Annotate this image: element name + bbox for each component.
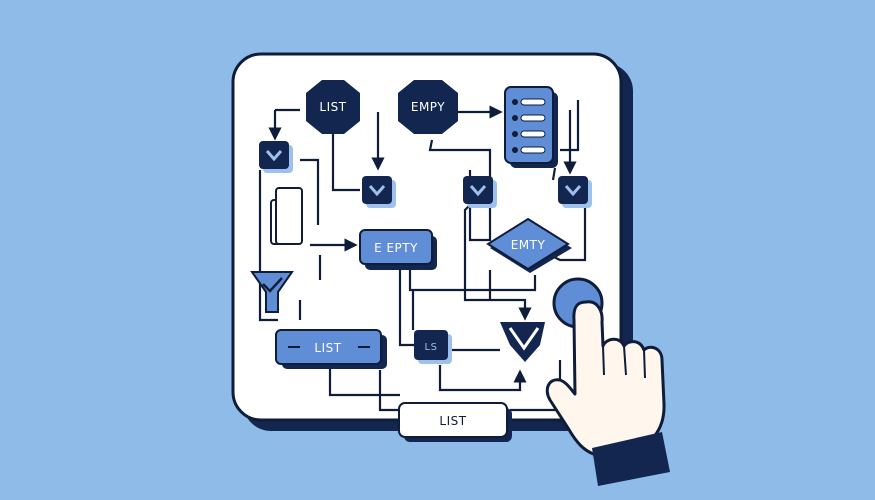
empty-diamond-node[interactable]: EMTY bbox=[486, 217, 572, 273]
pointing-hand-icon bbox=[545, 277, 670, 486]
list-hexagon-label: LIST bbox=[319, 100, 346, 114]
chevron-box-4[interactable] bbox=[558, 176, 592, 208]
chevron-down-icon bbox=[368, 185, 386, 197]
ls-label: LS bbox=[425, 342, 438, 353]
e-empty-label: E EPTY bbox=[374, 241, 418, 255]
list-hexagon-node[interactable]: LIST bbox=[306, 80, 360, 134]
funnel-check-icon[interactable] bbox=[250, 271, 294, 313]
chevron-down-icon bbox=[265, 150, 283, 162]
merge-arrow-icon[interactable] bbox=[500, 322, 545, 362]
chevron-box-1[interactable] bbox=[259, 141, 293, 173]
ls-node[interactable]: LS bbox=[414, 330, 452, 364]
chevron-box-2[interactable] bbox=[362, 176, 396, 208]
list-bar-node[interactable]: LIST bbox=[275, 329, 387, 369]
list-bottom-node[interactable]: LIST bbox=[398, 402, 512, 442]
checklist-icon[interactable] bbox=[504, 86, 558, 168]
small-process-stack[interactable] bbox=[270, 187, 303, 245]
empty-hexagon-label: EMPY bbox=[411, 100, 445, 114]
e-empty-node[interactable]: E EPTY bbox=[359, 229, 437, 270]
list-bar-label: LIST bbox=[314, 341, 341, 355]
chevron-box-3[interactable] bbox=[463, 176, 497, 208]
empty-diamond-label: EMTY bbox=[511, 238, 546, 252]
empty-hexagon-node[interactable]: EMPY bbox=[398, 80, 458, 134]
chevron-down-icon bbox=[564, 185, 582, 197]
list-bottom-label: LIST bbox=[439, 414, 466, 428]
chevron-down-icon bbox=[469, 185, 487, 197]
